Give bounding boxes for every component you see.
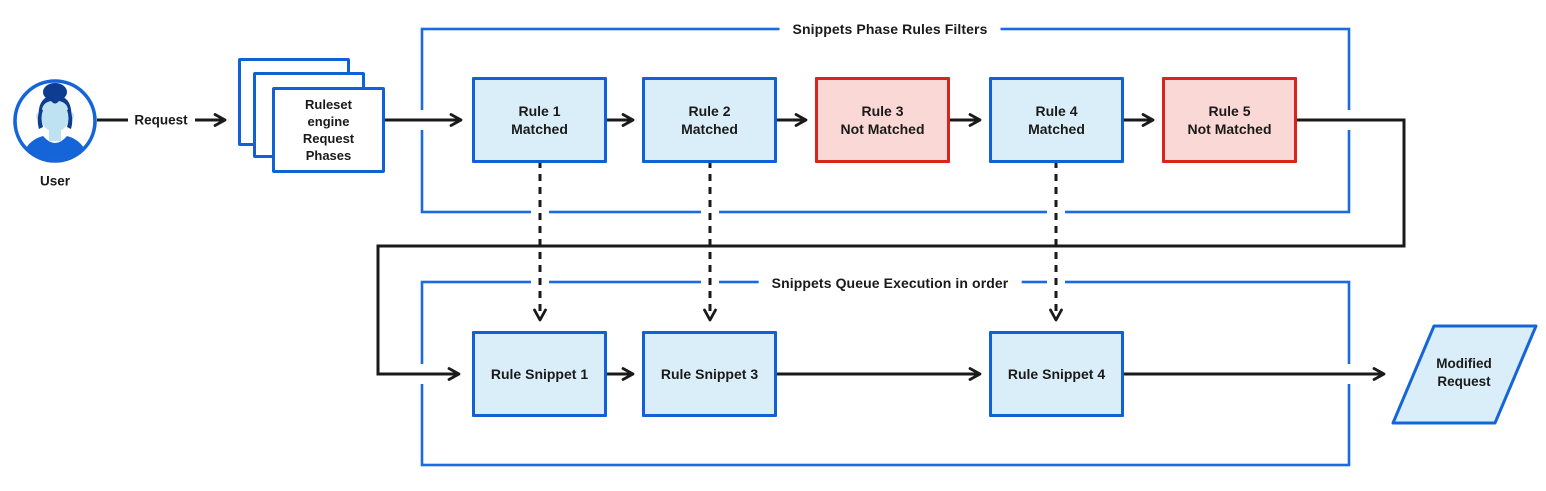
modified-request-label: Modified Request bbox=[1436, 355, 1492, 391]
ruleset-line: Phases bbox=[305, 148, 352, 164]
ruleset-engine-box: Ruleset engine Request Phases bbox=[272, 87, 385, 173]
rule-name: Rule 5 bbox=[1208, 102, 1251, 119]
rule-name: Rule 2 bbox=[688, 102, 731, 119]
arrow-rule5-to-snippet1 bbox=[376, 118, 1406, 381]
rule-status: Matched bbox=[511, 121, 568, 137]
request-arrow-label: Request bbox=[134, 112, 188, 128]
user-caption: User bbox=[39, 173, 71, 189]
rule-name: Rule 1 bbox=[518, 102, 561, 119]
snippet-label: Rule Snippet 3 bbox=[660, 365, 759, 382]
rule-box-rule-3: Rule 3 Not Matched bbox=[815, 77, 950, 163]
ruleset-line: Request bbox=[302, 131, 355, 146]
user-avatar-icon bbox=[13, 79, 97, 163]
rule-snippet-box-3: Rule Snippet 3 bbox=[642, 331, 777, 417]
ruleset-line: engine bbox=[307, 113, 350, 129]
rule-box-rule-5: Rule 5 Not Matched bbox=[1162, 77, 1297, 163]
rule-box-rule-2: Rule 2 Matched bbox=[642, 77, 777, 163]
snippet-label: Rule Snippet 4 bbox=[1007, 365, 1106, 382]
rule-status: Not Matched bbox=[840, 121, 925, 137]
ruleset-line: Ruleset bbox=[305, 96, 352, 112]
rule-name: Rule 4 bbox=[1035, 102, 1078, 119]
rule-status: Not Matched bbox=[1187, 121, 1272, 137]
rule-status: Matched bbox=[681, 121, 738, 137]
phase-rules-container-title: Snippets Phase Rules Filters bbox=[779, 21, 1001, 37]
rule-box-rule-1: Rule 1 Matched bbox=[472, 77, 607, 163]
rule-status: Matched bbox=[1028, 121, 1085, 137]
rule-name: Rule 3 bbox=[861, 102, 904, 119]
rule-box-rule-4: Rule 4 Matched bbox=[989, 77, 1124, 163]
output-line: Modified bbox=[1436, 355, 1492, 371]
modified-request-shape bbox=[1391, 324, 1538, 425]
rule-snippet-box-1: Rule Snippet 1 bbox=[472, 331, 607, 417]
snippet-label: Rule Snippet 1 bbox=[490, 365, 589, 382]
rule-snippet-box-4: Rule Snippet 4 bbox=[989, 331, 1124, 417]
queue-container-title: Snippets Queue Execution in order bbox=[758, 275, 1022, 291]
output-line: Request bbox=[1437, 374, 1491, 389]
